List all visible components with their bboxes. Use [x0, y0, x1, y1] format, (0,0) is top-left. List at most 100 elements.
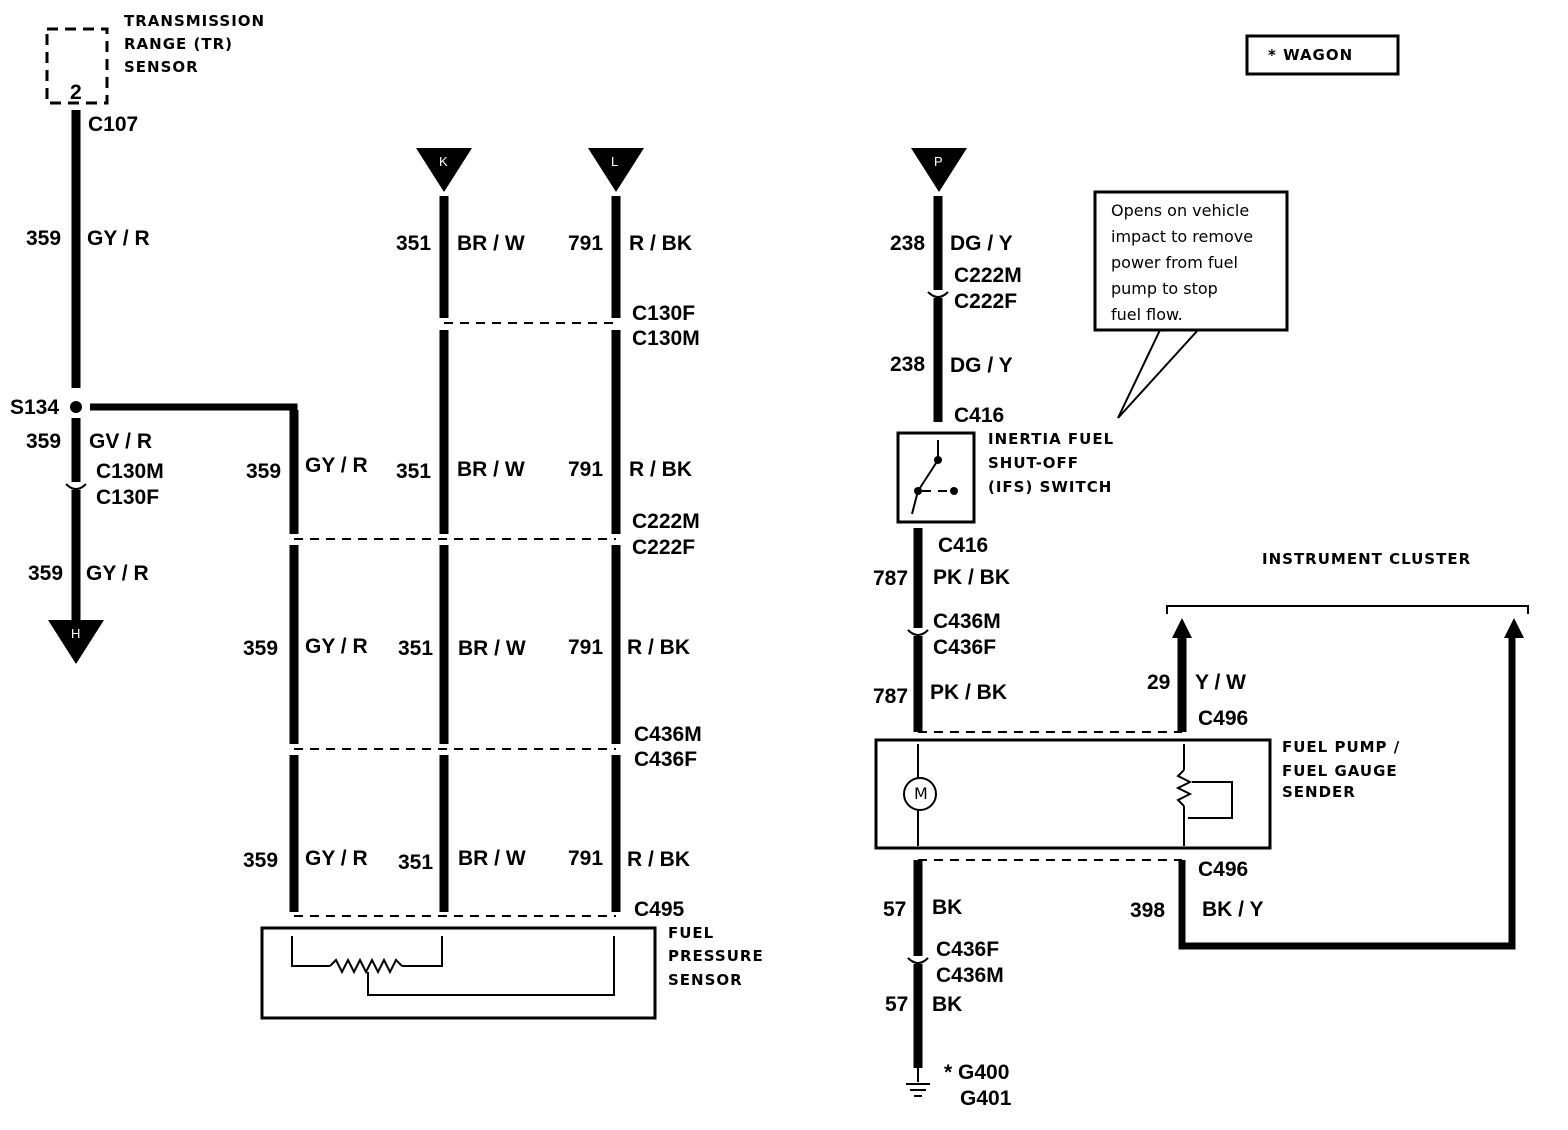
conn-c107: C107 [88, 113, 138, 136]
circuit-359-e: 359 [243, 637, 278, 660]
motor-label: M [914, 784, 928, 803]
connector-to-p [911, 148, 967, 192]
circuit-791-a: 791 [568, 232, 603, 255]
conn-c436f-right: C436F [933, 636, 996, 659]
conn-c222f: C222F [632, 536, 695, 559]
ground-g401: G401 [960, 1087, 1012, 1110]
note-line-5: fuel flow. [1111, 305, 1183, 324]
note-line-2: impact to remove [1111, 227, 1253, 246]
color-r-bk-a: R / BK [629, 232, 692, 255]
legend-box [1245, 34, 1400, 76]
conn-c130f: C130F [632, 302, 695, 325]
color-pk-bk-a: PK / BK [933, 566, 1010, 589]
conn-c416-top: C416 [954, 404, 1004, 427]
circuit-351-d: 351 [398, 851, 433, 874]
connector-to-k-label: K [439, 154, 448, 169]
circuit-359-b: 359 [26, 430, 61, 453]
color-r-bk-c: R / BK [627, 636, 690, 659]
circuit-359-a: 359 [26, 227, 61, 250]
tr-sensor-label-3: SENSOR [124, 58, 199, 76]
note-line-3: power from fuel [1111, 253, 1238, 272]
wire-398 [1178, 636, 1516, 950]
circuit-791-c: 791 [568, 636, 603, 659]
instrument-cluster-bracket [1166, 605, 1529, 614]
note-line-1: Opens on vehicle [1111, 201, 1249, 220]
instrument-cluster-label: INSTRUMENT CLUSTER [1262, 550, 1471, 568]
tr-sensor-label-2: RANGE (TR) [124, 35, 233, 53]
conn-c495: C495 [634, 898, 685, 921]
connector-to-p-label: P [934, 154, 943, 169]
color-pk-bk-b: PK / BK [930, 681, 1007, 704]
conn-c436m-bottom: C436M [936, 964, 1004, 987]
fuel-pressure-label-3: SENSOR [668, 971, 743, 989]
conn-c222m: C222M [632, 510, 700, 533]
color-gy-r-a: GY / R [87, 227, 150, 250]
conn-c222m-right: C222M [954, 264, 1022, 287]
splice-s134 [70, 401, 82, 413]
inertia-switch-label-1: INERTIA FUEL [988, 430, 1114, 448]
color-bk-a: BK [932, 896, 962, 919]
connector-to-l [588, 148, 644, 192]
fuel-pressure-label-1: FUEL [668, 924, 714, 942]
tr-sensor-label-1: TRANSMISSION [124, 12, 265, 30]
color-dg-y-b: DG / Y [950, 354, 1013, 377]
color-dg-y-a: DG / Y [950, 232, 1013, 255]
circuit-787-a: 787 [873, 567, 908, 590]
color-gy-r-c: GY / R [86, 562, 149, 585]
color-gy-r-d: GY / R [305, 454, 368, 477]
fuel-pressure-label-2: PRESSURE [668, 947, 764, 965]
color-br-w-a: BR / W [457, 232, 525, 255]
circuit-359-f: 359 [243, 849, 278, 872]
inertia-switch-box [896, 431, 976, 524]
tr-sensor-pin: 2 [70, 81, 82, 104]
circuit-351-a: 351 [396, 232, 431, 255]
connector-to-l-label: L [611, 154, 618, 169]
fuel-pump-label-3: SENDER [1282, 783, 1356, 801]
conn-c130m-left: C130M [96, 460, 164, 483]
gauge-sender-resistor [1175, 769, 1193, 807]
conn-c436f: C436F [634, 748, 697, 771]
circuit-398: 398 [1130, 899, 1165, 922]
fuel-pump-motor-symbol [903, 777, 937, 811]
conn-c436f-bottom: C436F [936, 938, 999, 961]
circuit-238-b: 238 [890, 353, 925, 376]
conn-c416-bottom: C416 [938, 534, 988, 557]
color-br-w-d: BR / W [458, 847, 526, 870]
circuit-791-b: 791 [568, 458, 603, 481]
ground-g400: * G400 [944, 1061, 1009, 1084]
potentiometer-symbol [329, 957, 403, 975]
color-r-bk-d: R / BK [627, 848, 690, 871]
fuel-pump-label-2: FUEL GAUGE [1282, 762, 1398, 780]
connector-to-k [416, 148, 472, 192]
color-gy-r-e: GY / R [305, 635, 368, 658]
circuit-57-b: 57 [885, 993, 908, 1016]
inertia-switch-label-3: (IFS) SWITCH [988, 478, 1112, 496]
circuit-791-d: 791 [568, 847, 603, 870]
connector-to-h-label: H [71, 626, 80, 641]
circuit-359-c: 359 [28, 562, 63, 585]
note-box [1093, 190, 1289, 332]
color-r-bk-b: R / BK [629, 458, 692, 481]
connector-to-h [48, 620, 104, 664]
circuit-57-a: 57 [883, 898, 906, 921]
circuit-359-d: 359 [246, 460, 281, 483]
conn-c130m: C130M [632, 327, 700, 350]
conn-c436m-right: C436M [933, 610, 1001, 633]
fuel-pressure-sensor-box [260, 926, 657, 1020]
circuit-351-c: 351 [398, 637, 433, 660]
circuit-351-b: 351 [396, 460, 431, 483]
inertia-switch-label-2: SHUT-OFF [988, 454, 1079, 472]
circuit-238-a: 238 [890, 232, 925, 255]
fuel-pump-sender-box [874, 738, 1272, 850]
note-line-4: pump to stop [1111, 279, 1218, 298]
color-y-w: Y / W [1195, 671, 1246, 694]
conn-c496-top: C496 [1198, 707, 1248, 730]
color-gy-r-f: GY / R [305, 847, 368, 870]
legend-wagon: * WAGON [1268, 46, 1353, 64]
color-br-w-c: BR / W [458, 637, 526, 660]
color-br-w-b: BR / W [457, 458, 525, 481]
circuit-787-b: 787 [873, 685, 908, 708]
conn-c496-bottom: C496 [1198, 858, 1248, 881]
color-bk-b: BK [932, 993, 962, 1016]
